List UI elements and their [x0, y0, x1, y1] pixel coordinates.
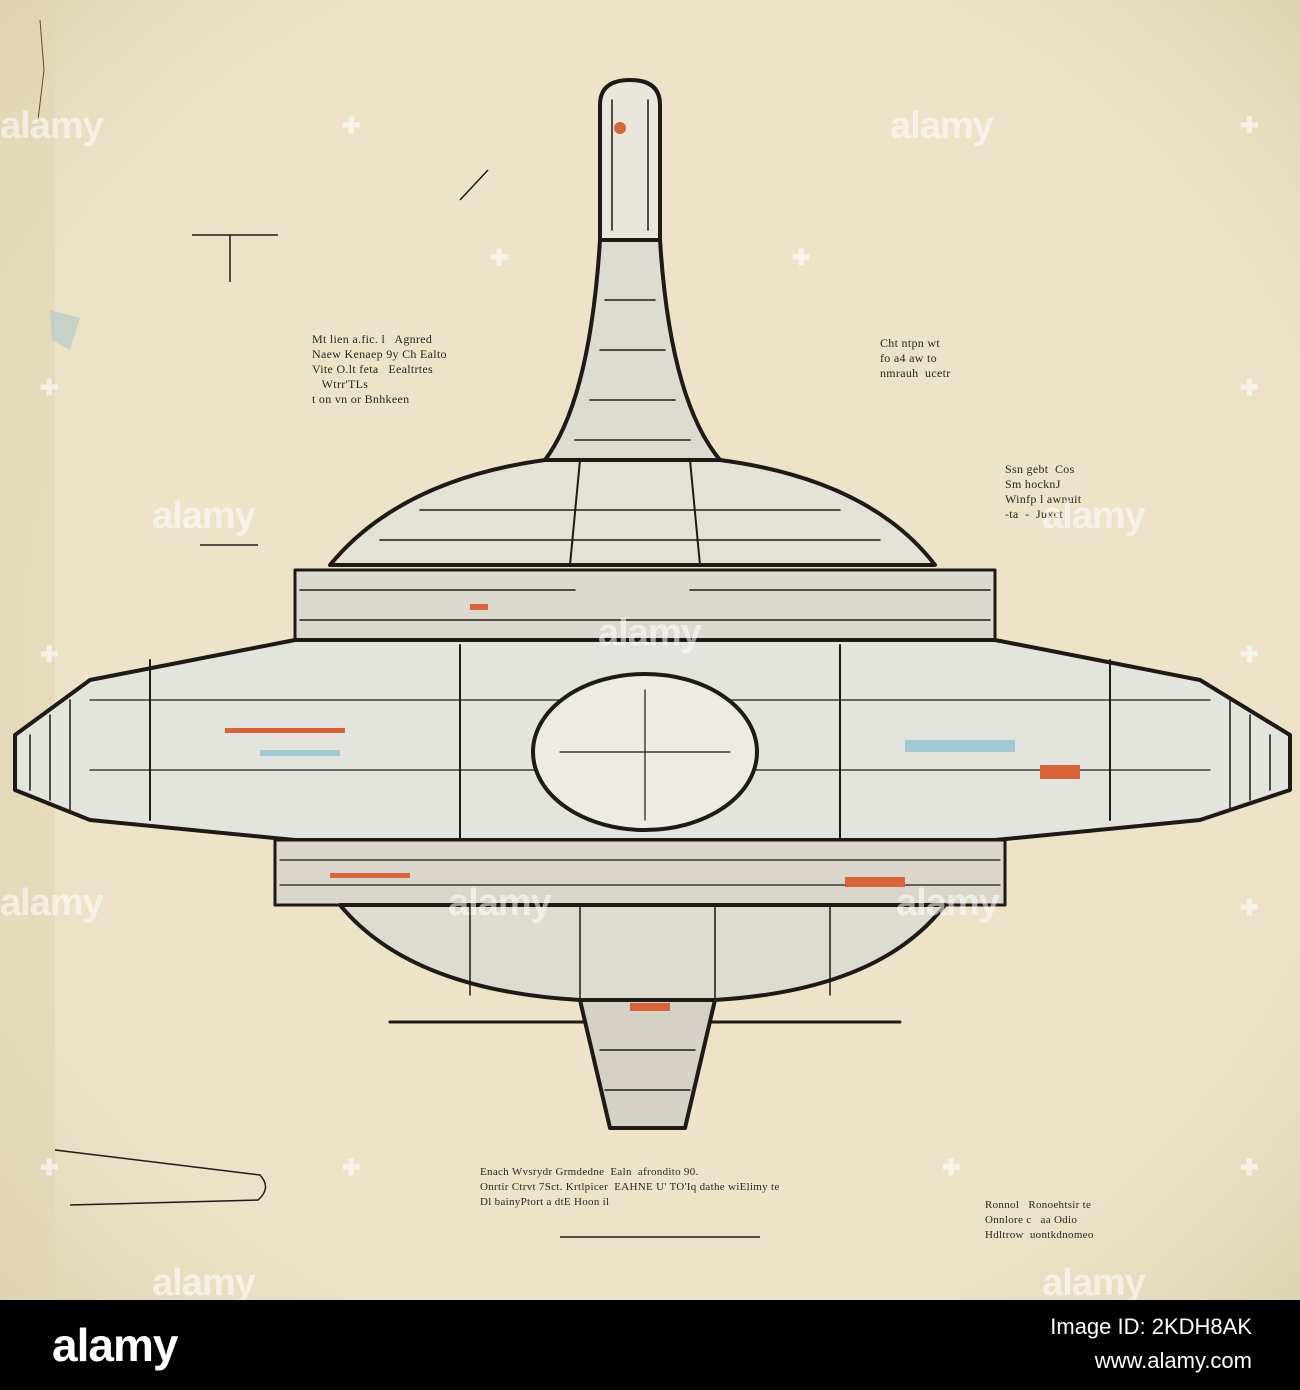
watermark-text: alamy	[152, 1262, 256, 1300]
watermark-text: alamy	[1042, 1262, 1146, 1300]
watermark-plus-icon: ✚	[40, 375, 59, 400]
annotation-upper-left: Mt lien a.fic. l Agnred Naew Kenaep 9y C…	[312, 332, 447, 406]
watermark-text: alamy	[0, 882, 104, 924]
site-url-link[interactable]: www.alamy.com	[1094, 1348, 1252, 1373]
watermark-text: alamy	[890, 105, 994, 147]
image-id-label: Image ID: 2KDH8AK	[1050, 1314, 1252, 1339]
watermark-text: alamy	[896, 882, 1000, 924]
watermark-text: alamy	[448, 882, 552, 924]
blueprint-image: Mt lien a.fic. l Agnred Naew Kenaep 9y C…	[0, 0, 1300, 1300]
watermark-plus-icon: ✚	[40, 1155, 59, 1180]
watermark-plus-icon: ✚	[1240, 642, 1259, 667]
watermark-text: alamy	[1042, 495, 1146, 537]
watermark-plus-icon: ✚	[40, 642, 59, 667]
watermark-plus-icon: ✚	[342, 1155, 361, 1180]
watermark-plus-icon: ✚	[792, 245, 811, 270]
stock-footer-bar: alamy Image ID: 2KDH8AK www.alamy.com	[0, 1300, 1300, 1390]
watermark-plus-icon: ✚	[1240, 895, 1259, 920]
annotation-right-mid: Ssn gebt Cos Sm hocknJ Winfp l awnuit -t…	[1005, 462, 1082, 521]
watermark-text: alamy	[152, 495, 256, 537]
watermark-plus-icon: ✚	[1240, 375, 1259, 400]
annotation-upper-right: Cht ntpn wt fo a4 aw to nmrauh ucetr	[880, 336, 951, 380]
watermark-plus-icon: ✚	[342, 113, 361, 138]
spaceship-drawing	[13, 78, 1292, 1238]
watermark-plus-icon: ✚	[942, 1155, 961, 1180]
watermark-plus-icon: ✚	[1240, 113, 1259, 138]
watermark-text: alamy	[598, 612, 702, 654]
annotation-bottom-right: Ronnol Ronoehtsir te Onnlore c aa Odio H…	[985, 1199, 1094, 1241]
watermark-text: alamy	[0, 105, 104, 147]
watermark-plus-icon: ✚	[1240, 1155, 1259, 1180]
alamy-logo[interactable]: alamy	[52, 1319, 178, 1371]
annotation-bottom-center: Enach Wvsrydr Grmdedne Ealn afrondito 90…	[480, 1166, 780, 1208]
watermark-plus-icon: ✚	[490, 245, 509, 270]
